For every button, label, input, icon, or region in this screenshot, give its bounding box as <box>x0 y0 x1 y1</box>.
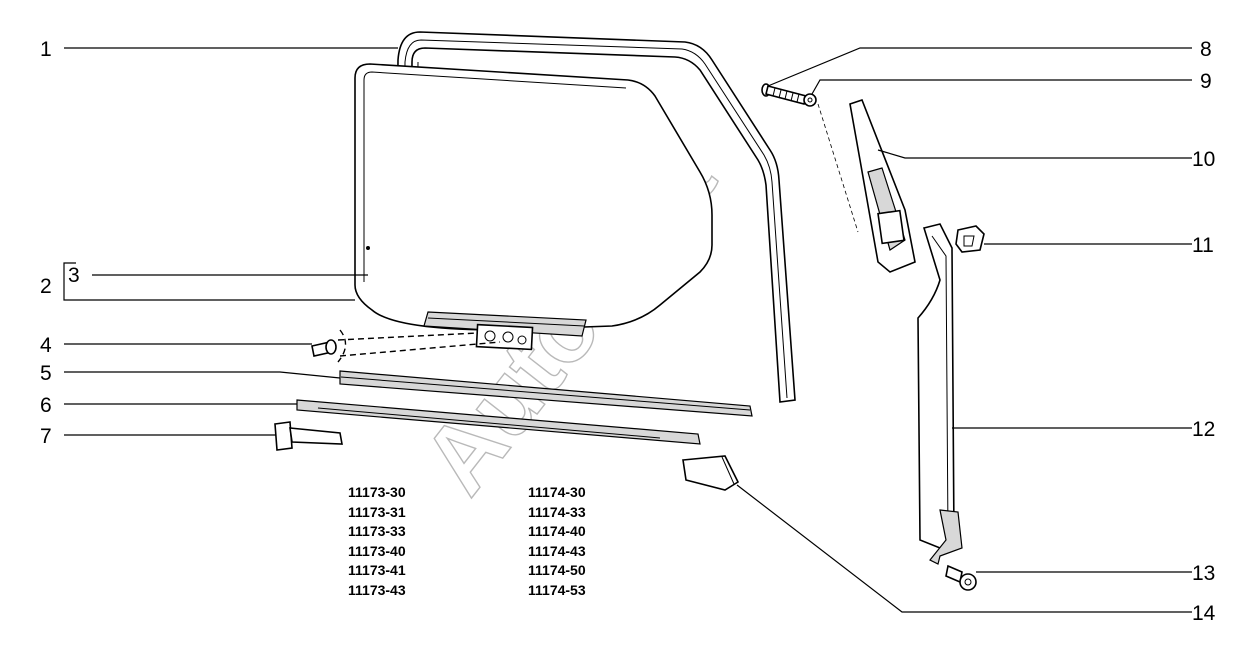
model-codes-right: 11174-30 11174-33 11174-40 11174-43 1117… <box>528 484 586 598</box>
part-9-washer <box>803 93 859 233</box>
part-4-bolt <box>311 329 501 363</box>
callout-11: 11 <box>1192 234 1214 257</box>
leader-lines <box>63 47 1192 613</box>
model-code: 11174-30 <box>528 484 586 500</box>
part-14-seal-end-cap <box>682 455 740 491</box>
part-10-rear-guide-trim <box>849 99 916 273</box>
part-11-clip <box>955 225 985 253</box>
callout-3: 3 <box>68 264 80 287</box>
callout-4: 4 <box>40 334 52 357</box>
part-12-rear-channel <box>917 223 963 565</box>
callout-8: 8 <box>1200 38 1212 61</box>
model-code: 11173-31 <box>348 504 406 520</box>
model-code: 11174-50 <box>528 562 586 578</box>
part-3-door-glass <box>354 63 713 331</box>
glass-lifter-rail <box>423 311 587 351</box>
part-7-seal-end-cap <box>274 421 343 451</box>
model-code: 11173-33 <box>348 523 406 539</box>
model-code: 11173-40 <box>348 543 406 559</box>
callout-labels: 1 2 3 4 5 6 7 8 9 10 11 12 13 14 <box>40 38 1216 625</box>
part-6-outer-seal-strip <box>296 399 701 445</box>
callout-5: 5 <box>40 362 52 385</box>
callout-12: 12 <box>1192 418 1215 441</box>
callout-10: 10 <box>1192 148 1215 171</box>
callout-6: 6 <box>40 394 52 417</box>
callout-7: 7 <box>40 425 52 448</box>
callout-2: 2 <box>40 275 52 298</box>
model-code: 11174-53 <box>528 582 586 598</box>
model-codes-left: 11173-30 11173-31 11173-33 11173-40 1117… <box>348 484 406 598</box>
part-8-screw <box>761 83 807 105</box>
model-code: 11173-43 <box>348 582 406 598</box>
part-5-inner-seal-strip <box>339 370 753 417</box>
model-code: 11173-41 <box>348 562 406 578</box>
part-13-bolt <box>945 564 977 591</box>
model-code: 11174-40 <box>528 523 586 539</box>
model-code: 11174-43 <box>528 543 586 559</box>
model-code: 11174-33 <box>528 504 586 520</box>
callout-13: 13 <box>1192 562 1215 585</box>
callout-1: 1 <box>40 38 52 61</box>
callout-9: 9 <box>1200 70 1212 93</box>
glass-point-marker <box>366 246 370 250</box>
callout-14: 14 <box>1192 602 1216 625</box>
model-code: 11173-30 <box>348 484 406 500</box>
